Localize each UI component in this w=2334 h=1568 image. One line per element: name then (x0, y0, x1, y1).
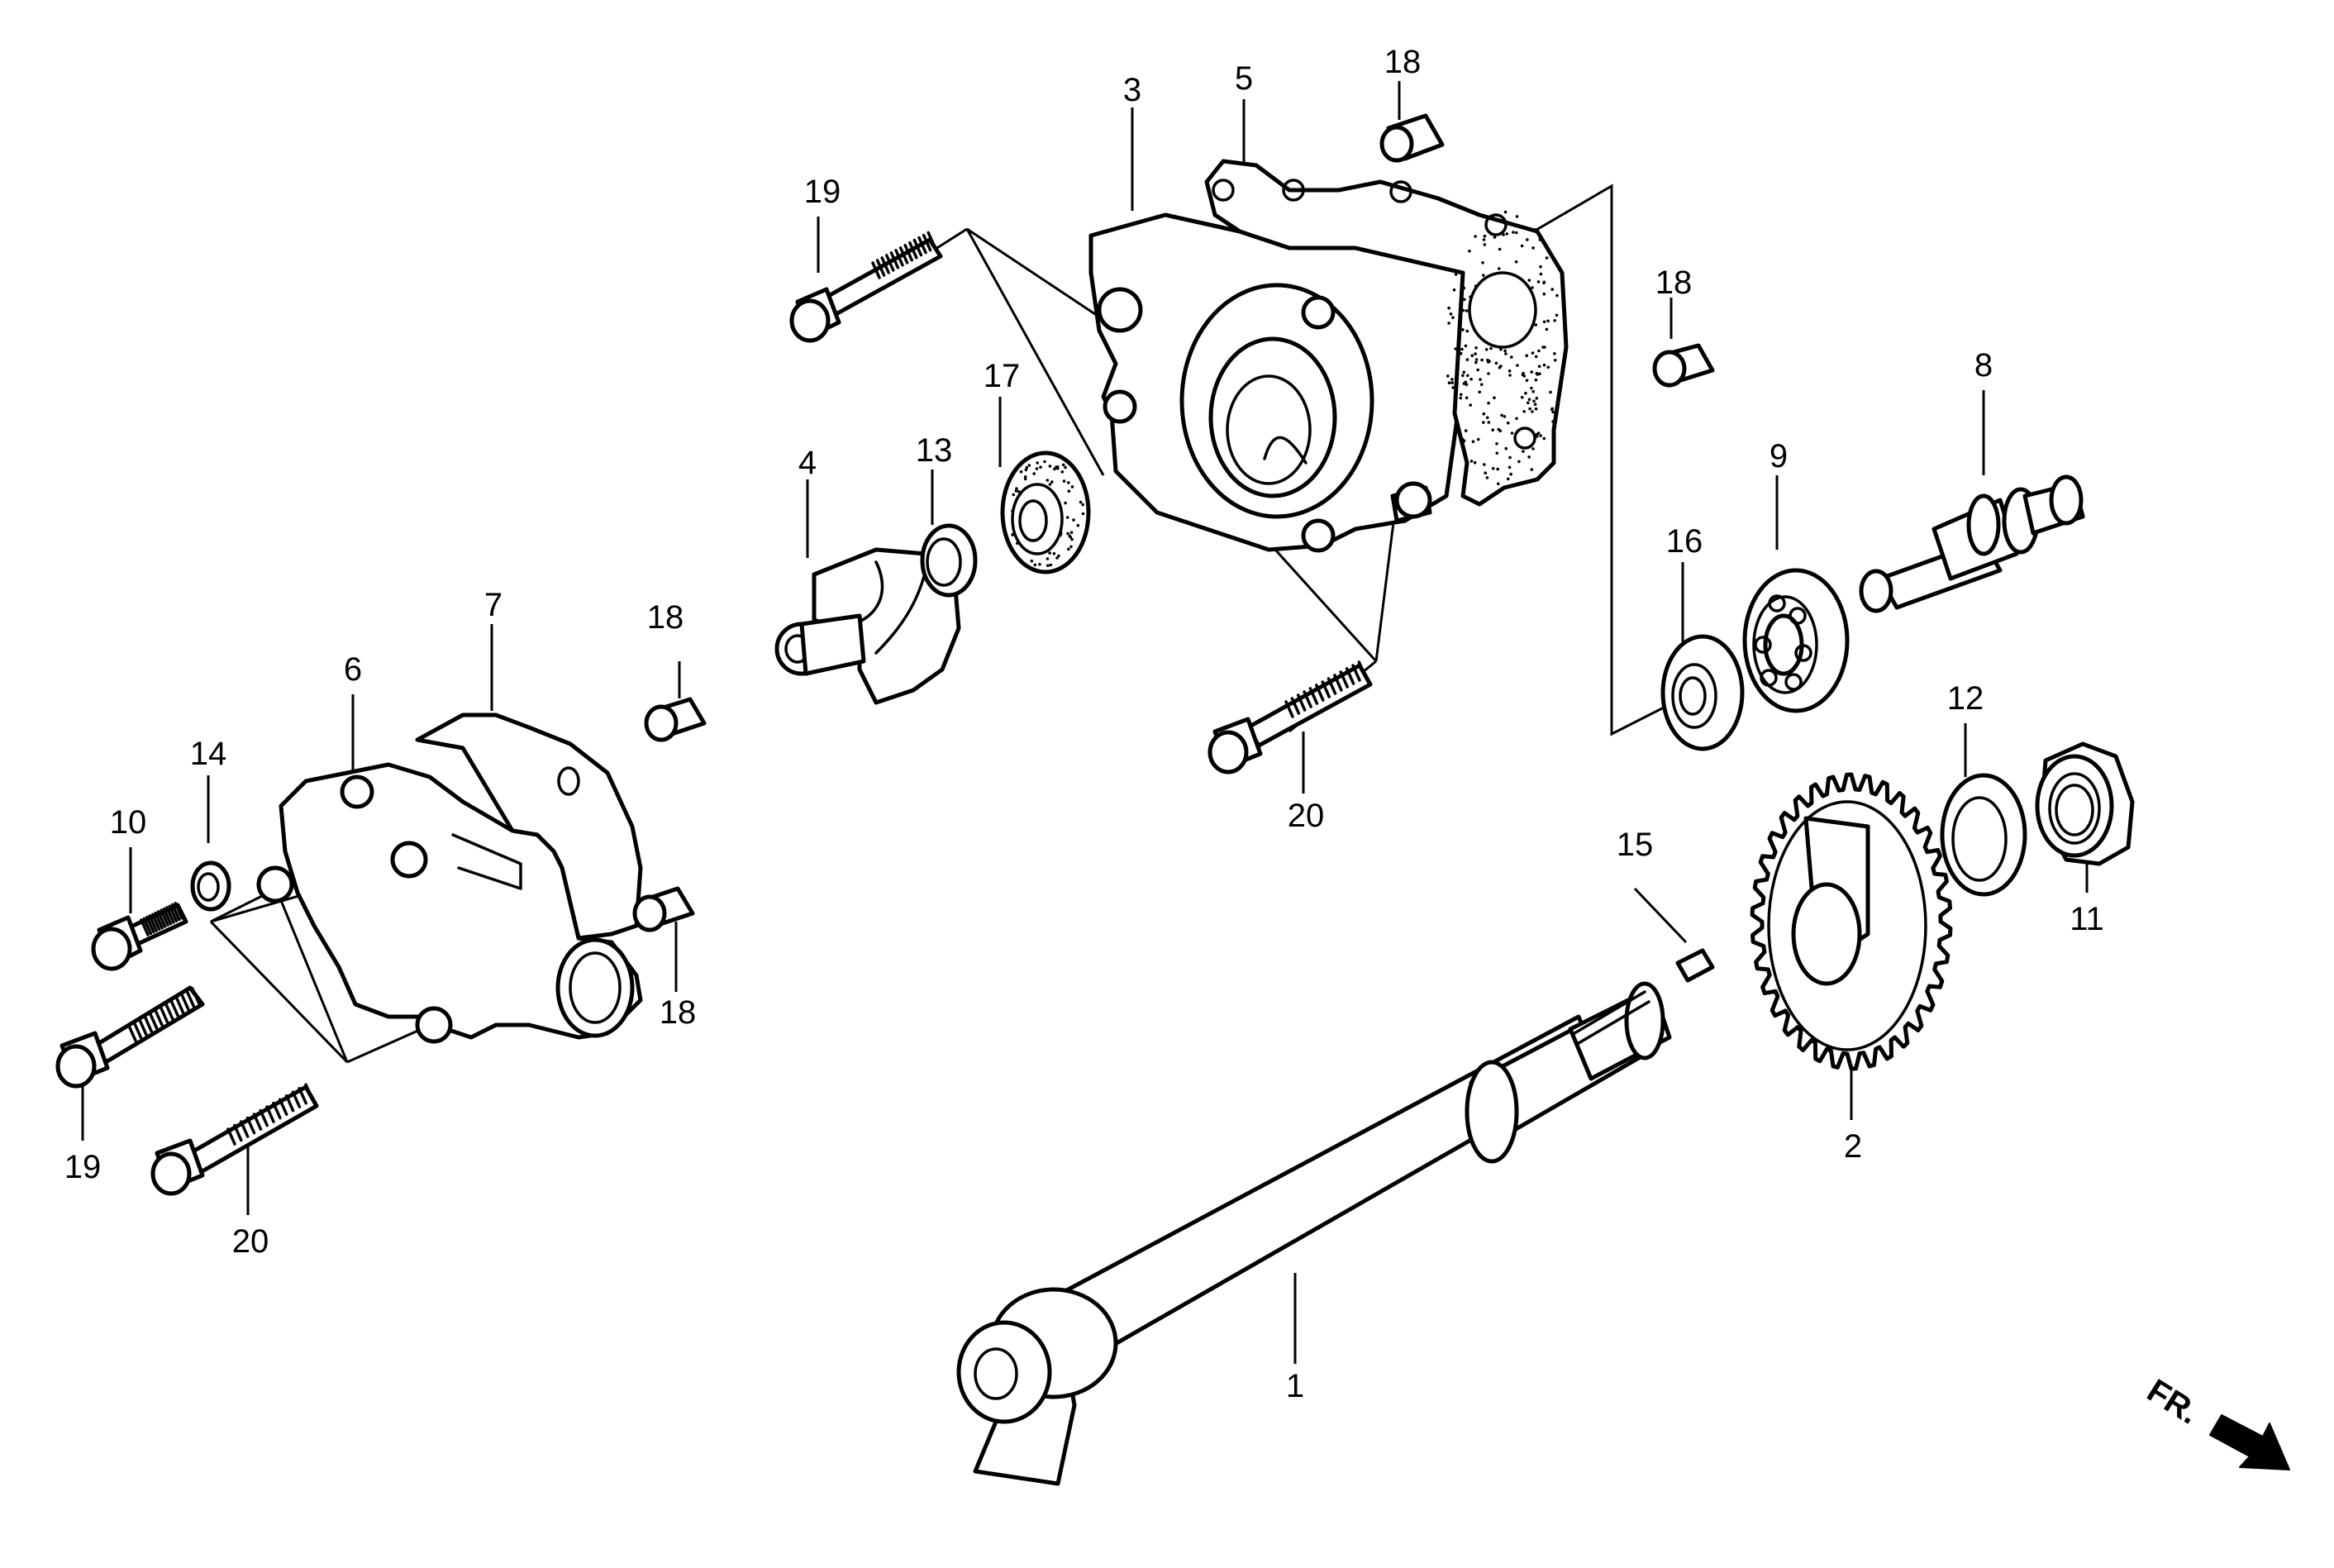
callout-7: 7 (484, 587, 503, 623)
callout-20-left: 20 (232, 1223, 269, 1260)
part-16-oil-seal (1660, 634, 1745, 751)
callout-18-left: 18 (660, 994, 697, 1031)
callout-20-center: 20 (1288, 798, 1325, 834)
part-14-washer (190, 860, 231, 912)
callout-18-top: 18 (1384, 44, 1422, 80)
callout-9: 9 (1770, 438, 1788, 474)
callout-11: 11 (2070, 901, 2104, 937)
callout-12: 12 (1947, 680, 1984, 717)
leader-lines (81, 81, 2089, 1364)
fr-label: FR. (2141, 1372, 2205, 1431)
callout-8: 8 (1974, 347, 1993, 384)
callout-18-right: 18 (1655, 265, 1693, 301)
callout-5: 5 (1235, 60, 1253, 97)
callout-2: 2 (1844, 1128, 1862, 1165)
part-11-nut (2035, 741, 2135, 866)
part-12-washer (1940, 773, 2027, 897)
part-13-seal-ring (920, 523, 978, 598)
callout-18-middle: 18 (647, 599, 684, 636)
callout-labels: 1 2 3 4 5 6 7 8 9 10 11 12 13 14 15 16 1… (64, 44, 2104, 1404)
part-20-bolt-left (150, 1084, 319, 1196)
part-6-pump-cover (256, 762, 643, 1044)
part-3-pump-body (1088, 212, 1469, 553)
part-19-bolt-left (55, 985, 205, 1089)
callout-3: 3 (1123, 72, 1141, 108)
part-19-bolt-top (789, 237, 943, 343)
callout-4: 4 (798, 445, 817, 481)
callout-6: 6 (344, 651, 362, 688)
part-18-dowel-pin-middle (644, 697, 707, 742)
part-1-pump-shaft (956, 981, 1672, 1486)
part-18-dowel-pin-right (1652, 343, 1715, 388)
callout-13: 13 (916, 432, 953, 469)
callout-17: 17 (984, 358, 1021, 394)
part-17-mechanical-seal (1000, 450, 1091, 574)
part-4-impeller (774, 547, 961, 705)
callout-10: 10 (110, 804, 147, 841)
part-2-pump-gear (1750, 772, 1953, 1071)
callout-15: 15 (1617, 827, 1654, 863)
part-15-key (1675, 948, 1715, 983)
callout-19-left: 19 (64, 1149, 102, 1185)
callout-1: 1 (1286, 1368, 1304, 1404)
part-18-dowel-pin-top (1379, 113, 1445, 163)
part-8-shaft (1859, 474, 2085, 613)
part-18-dowel-pin-left (632, 886, 695, 932)
callout-19-top: 19 (804, 174, 841, 210)
callout-16: 16 (1666, 523, 1703, 560)
callout-14: 14 (190, 736, 227, 772)
arrow-icon (2209, 1414, 2290, 1470)
part-9-bearing (1742, 568, 1850, 713)
part-5-gasket (1204, 159, 1569, 507)
front-direction-marker: FR. (2141, 1372, 2290, 1470)
